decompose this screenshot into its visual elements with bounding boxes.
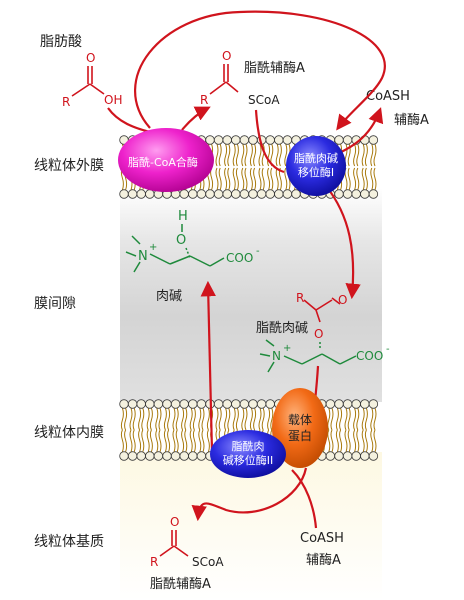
carnitine-h: H [178,209,188,224]
fatty-acid-r: R [62,95,70,109]
acyl-coa-synthetase-label: 脂酰-CoA合酶 [128,155,198,169]
arrow-carnitine-return [200,280,216,453]
acyl-coa-top-structure: 脂酰辅酶A O R SCoA [200,49,305,107]
cpt2-label-line1: 脂酰肉 [232,439,265,453]
fatty-acid-oh: OH [104,93,122,107]
coash-top-formula: CoASH [366,89,410,104]
acyl-coa-bottom-scoa: SCoA [192,555,224,569]
cpt1-enzyme: 脂酰肉碱 移位酶I [286,136,346,196]
acyl-coa-top-name: 脂酰辅酶A [244,60,305,76]
translocase-label-line2: 蛋白 [288,428,312,443]
acyl-coa-top-scoa: SCoA [248,93,280,107]
translocase-enzyme: 载体 蛋白 [272,388,328,468]
cpt1-label-line2: 移位酶I [298,165,334,179]
acyl-carnitine-name: 脂酰肉碱 [256,321,308,336]
coash-top: CoASH 辅酶A [366,89,429,128]
cpt2-enzyme: 脂酰肉 碱移位酶II [210,430,286,478]
acyl-carnitine-coo: COO [356,349,383,363]
carnitine-coo: COO [226,251,253,265]
acyl-carnitine-charge: - [386,344,390,355]
acyl-coa-bottom-name: 脂酰辅酶A [150,576,211,592]
arrow-matrix-loop [191,467,308,522]
carnitine-n: N [138,249,148,264]
acyl-coa-bottom-r: R [150,555,158,569]
fatty-acid-o: O [86,51,95,65]
arrow-coash-in [291,469,318,529]
arrow-acyl-coa-to-cpt1 [254,109,285,174]
intermembrane-space-background [120,188,382,402]
acyl-carnitine-plus: + [283,343,291,354]
acyl-carnitine-structure: R O 脂酰肉碱 O N + COO - [256,291,390,373]
fatty-acid-structure: 脂肪酸 O R OH [40,34,122,109]
translocase-label-line1: 载体 [288,413,312,427]
carnitine-plus: + [149,242,157,253]
coash-bottom-name: 辅酶A [306,552,341,568]
acyl-coa-synthetase-enzyme: 脂酰-CoA合酶 [118,128,214,192]
carnitine-name: 肉碱 [156,289,182,304]
coash-bottom: CoASH 辅酶A [300,531,344,568]
label-outer-membrane: 线粒体外膜 [34,158,104,174]
fatty-acid-name: 脂肪酸 [40,34,82,50]
outer-membrane-bilayer [119,135,379,199]
arrow-to-acyl-coa [181,106,211,131]
acyl-coa-bottom-o: O [170,515,179,529]
coash-bottom-formula: CoASH [300,531,344,546]
label-inner-membrane: 线粒体内膜 [34,425,104,441]
acyl-coa-bottom-structure: O R SCoA 脂酰辅酶A [150,515,224,592]
label-matrix: 线粒体基质 [34,533,104,550]
arrow-atp-loop [133,10,386,131]
acyl-carnitine-o-carbonyl: O [338,293,347,307]
carnitine-charge: - [256,246,260,257]
acyl-coa-top-r: R [200,93,208,107]
cpt2-label-line2: 碱移位酶II [223,453,274,467]
carnitine-o: O [176,233,186,248]
cpt1-label-line1: 脂酰肉碱 [294,151,338,165]
acyl-carnitine-n: N [272,349,281,363]
acyl-carnitine-r: R [296,291,304,305]
arrow-cpt1-to-acyl-carnitine [325,185,361,300]
coash-top-name: 辅酶A [394,112,429,128]
carnitine-structure: H O N + COO - 肉碱 [125,209,260,304]
acyl-coa-top-o: O [222,49,231,63]
label-intermembrane-space: 膜间隙 [34,296,76,312]
acyl-carnitine-o-ester: O [314,327,323,341]
